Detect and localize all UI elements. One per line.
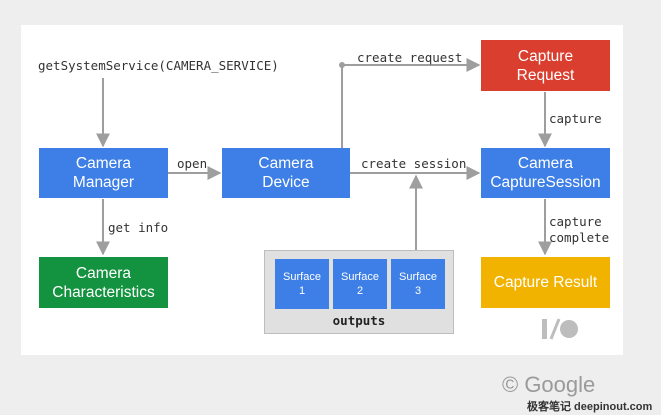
io-logo-icon — [542, 318, 578, 340]
label-capture: capture — [549, 111, 602, 126]
node-camera-device: Camera Device — [222, 148, 350, 198]
node-capture-result: Capture Result — [481, 257, 610, 308]
node-capture-session-line1: Camera — [517, 155, 574, 172]
label-create-request: create request — [357, 50, 463, 65]
node-camera-device-line2: Device — [262, 174, 310, 191]
node-capture-result-label: Capture Result — [493, 274, 598, 291]
node-camera-characteristics: Camera Characteristics — [39, 257, 168, 308]
node-camera-device-line1: Camera — [258, 155, 314, 172]
surface-1-name: Surface — [283, 271, 321, 283]
surface-2-num: 2 — [356, 285, 364, 297]
surface-2: Surface 2 — [333, 259, 387, 309]
google-copyright: © Google — [502, 372, 596, 397]
node-capture-session-line2: CaptureSession — [490, 174, 601, 191]
label-get-info: get info — [108, 220, 169, 235]
surface-1: Surface 1 — [275, 259, 329, 309]
surface-3-num: 3 — [414, 285, 422, 297]
node-characteristics-line2: Characteristics — [52, 283, 155, 301]
label-capture-complete: capture complete — [549, 214, 609, 246]
node-camera-manager: Camera Manager — [39, 148, 168, 198]
watermark: 极客笔记 deepinout.com — [527, 401, 653, 413]
node-camera-manager-line2: Manager — [72, 174, 135, 191]
outputs-group: Surface 1 Surface 2 Surface 3 outputs — [264, 250, 454, 334]
node-camera-capture-session: Camera CaptureSession — [481, 148, 610, 198]
node-capture-request-line2: Request — [516, 66, 575, 84]
label-capture-complete-line2: complete — [549, 230, 610, 245]
outputs-label: outputs — [332, 313, 386, 328]
surface-3-name: Surface — [399, 271, 437, 283]
node-capture-request: Capture Request — [481, 40, 610, 91]
arrow-create-request — [341, 58, 481, 148]
surface-2-name: Surface — [341, 271, 379, 283]
node-characteristics-line1: Camera — [75, 264, 132, 282]
label-create-session: create session — [361, 156, 467, 171]
label-get-system-service: getSystemService(CAMERA_SERVICE) — [38, 58, 279, 73]
label-capture-complete-line1: capture — [549, 214, 602, 229]
node-camera-manager-line1: Camera — [75, 155, 132, 172]
surface-3: Surface 3 — [391, 259, 445, 309]
surface-1-num: 1 — [298, 285, 306, 297]
label-open: open — [177, 156, 208, 171]
junction-dot — [339, 62, 345, 68]
node-capture-request-line1: Capture — [517, 47, 574, 65]
